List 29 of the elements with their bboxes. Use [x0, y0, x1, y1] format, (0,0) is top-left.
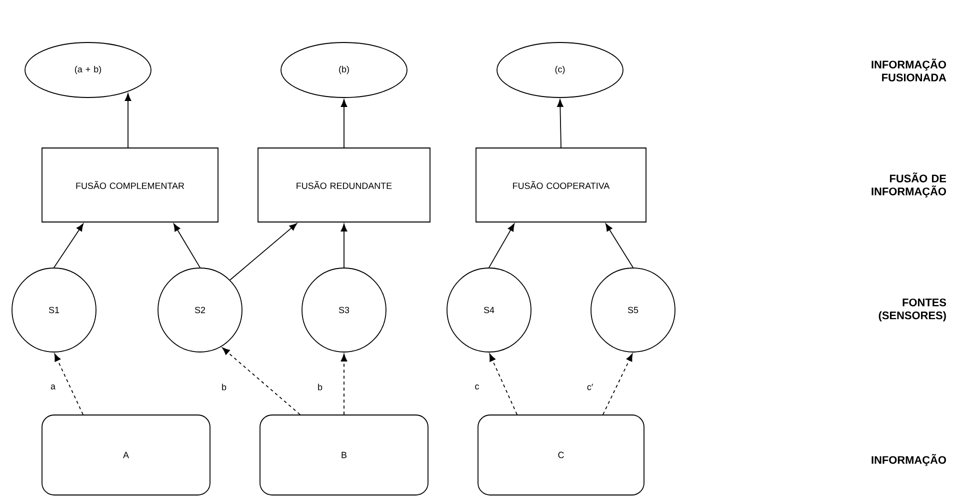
level-label: FUSÃO DE INFORMAÇÃO [872, 172, 946, 198]
source-box: B [260, 414, 428, 496]
arrow [222, 347, 300, 415]
arrow [54, 224, 84, 268]
process-box: FUSÃO COOPERATIVA [476, 148, 646, 222]
arrow [606, 224, 634, 268]
level-label: INFORMAÇÃO [872, 454, 946, 466]
arrow [602, 354, 633, 415]
process-box: FUSÃO REDUNDANTE [258, 148, 430, 222]
edge-label: b [316, 382, 324, 392]
arrow [489, 354, 518, 415]
arrow [340, 354, 348, 415]
source-box: A [42, 414, 210, 496]
arrow [340, 224, 348, 268]
level-label: INFORMAÇÃO FUSIONADA [872, 58, 946, 82]
arrow [173, 224, 200, 268]
edge-label: c′ [586, 382, 594, 392]
arrow [230, 223, 298, 280]
arrow [488, 224, 515, 268]
edge-label: b [220, 382, 228, 392]
source-box: C [478, 414, 644, 496]
arrow [557, 99, 564, 148]
arrow [340, 99, 348, 148]
edge-label: a [50, 384, 56, 390]
process-box: FUSÃO COMPLEMENTAR [42, 148, 218, 222]
edge-label: c [474, 384, 480, 390]
arrow [54, 354, 84, 415]
level-label: FONTES (SENSORES) [878, 298, 946, 322]
arrow [124, 93, 132, 148]
